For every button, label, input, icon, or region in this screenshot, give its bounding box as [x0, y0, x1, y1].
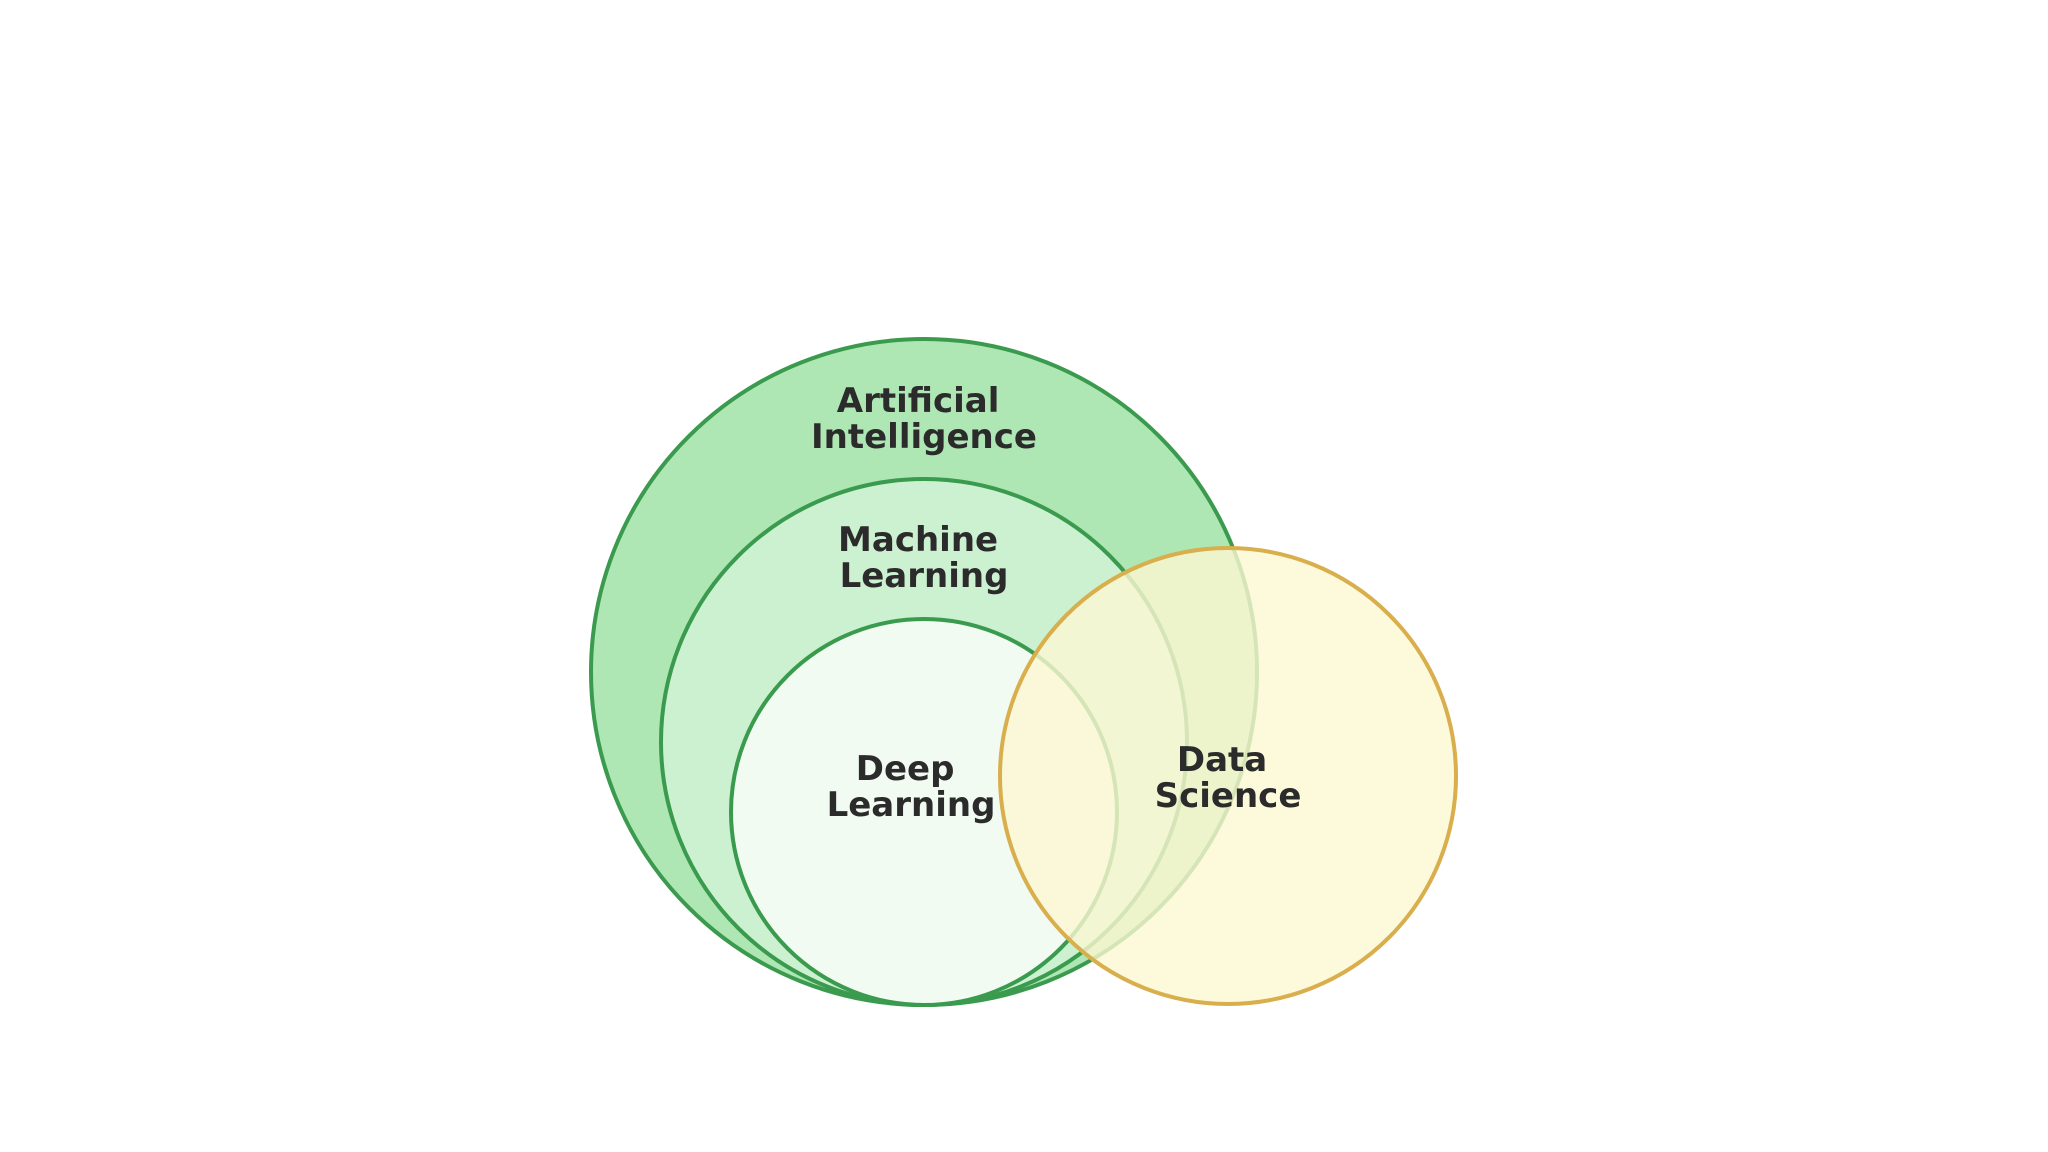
machine-learning-label-line1: Machine	[838, 520, 998, 560]
data-science-circle	[998, 546, 1458, 1006]
data-science-label: Data Science	[1155, 740, 1302, 816]
artificial-intelligence-label-line1: Artificial	[837, 381, 1000, 421]
artificial-intelligence-label-line2: Intelligence	[811, 417, 1037, 457]
deep-learning-label-line1: Deep	[856, 749, 955, 789]
artificial-intelligence-label: Artificial Intelligence	[811, 381, 1037, 457]
deep-learning-label-line2: Learning	[827, 785, 996, 825]
data-science-label-line2: Science	[1155, 776, 1302, 816]
machine-learning-label: Machine Learning	[838, 520, 1010, 596]
deep-learning-label: Deep Learning	[827, 749, 996, 825]
data-science-label-line1: Data	[1177, 740, 1267, 780]
machine-learning-label-line2: Learning	[840, 556, 1009, 596]
